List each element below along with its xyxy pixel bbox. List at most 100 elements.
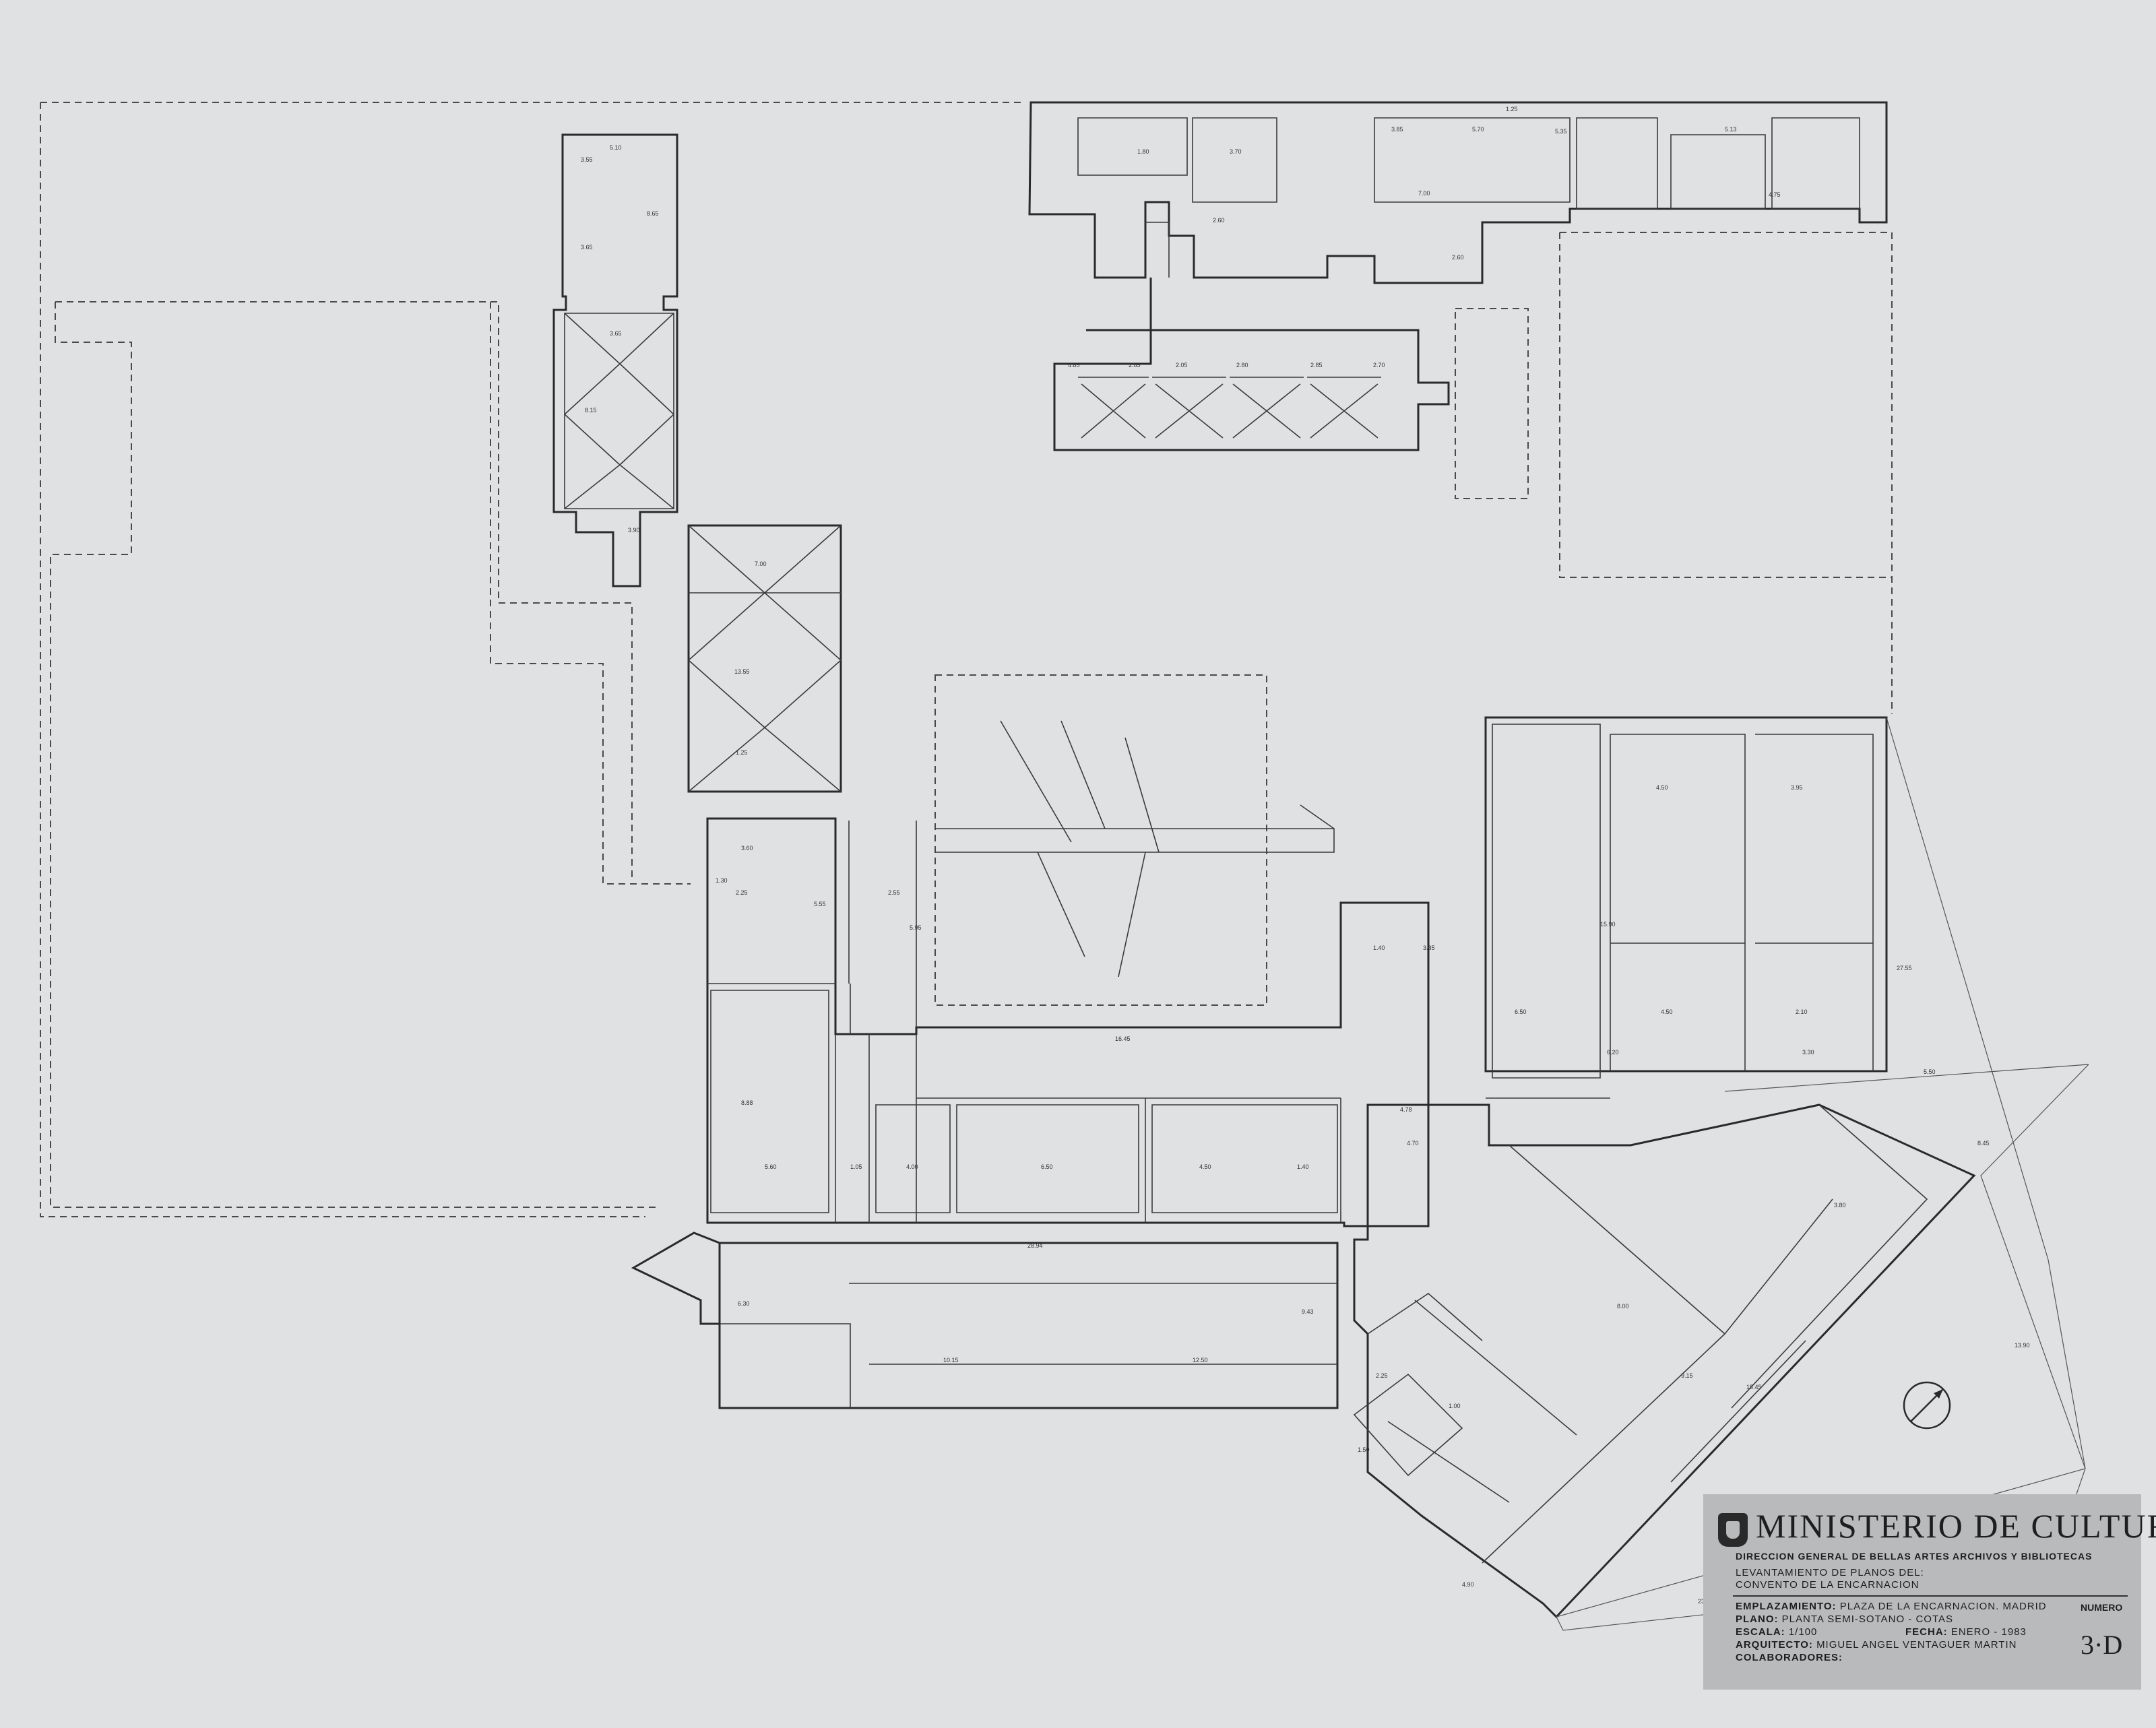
dim-label: 3.90 <box>628 527 640 534</box>
numero-label: NUMERO <box>2081 1602 2123 1613</box>
site-boundary-west <box>40 102 1024 1217</box>
dim-label: 1.40 <box>1297 1163 1309 1170</box>
arquitecto-label: ARQUITECTO: <box>1736 1639 1813 1651</box>
dim-label: 2.60 <box>1452 254 1464 261</box>
dim-label: 4.00 <box>906 1163 918 1170</box>
title-block: MINISTERIO DE CULTURA DIRECCION GENERAL … <box>1703 1494 2156 1690</box>
dim-label: 1.05 <box>850 1163 862 1170</box>
dim-label: 1.30 <box>716 877 728 884</box>
north-wing <box>1028 101 1888 284</box>
dim-label: 12.50 <box>1193 1357 1208 1364</box>
dim-label: 7.00 <box>755 561 767 567</box>
dim-label: 5.10 <box>610 144 622 151</box>
fecha-value: ENERO - 1983 <box>1951 1626 2027 1638</box>
dim-label: 4.50 <box>1656 784 1668 791</box>
dim-label: 2.85 <box>1129 362 1141 369</box>
plano-row: PLANO: PLANTA SEMI-SOTANO - COTAS <box>1736 1613 1953 1625</box>
dim-label: 3.80 <box>1834 1202 1846 1209</box>
arquitecto-value: MIGUEL ANGEL VENTAGUER MARTIN <box>1816 1639 2017 1651</box>
site-boundary-inner <box>490 302 691 885</box>
dim-label: 5.50 <box>1924 1068 1936 1075</box>
dim-label: 3.65 <box>610 330 622 337</box>
dim-label: 2.25 <box>1376 1372 1388 1379</box>
south-block <box>718 1242 1339 1409</box>
stair-curved <box>631 1231 721 1325</box>
dim-label: 7.00 <box>1418 190 1430 197</box>
dim-label: 5.70 <box>1472 126 1484 133</box>
dim-label: 2.10 <box>1796 1009 1808 1015</box>
dim-label: 15.90 <box>1600 921 1616 928</box>
plano-value: PLANTA SEMI-SOTANO - COTAS <box>1781 1613 1954 1625</box>
escala-label: ESCALA: <box>1736 1626 1785 1638</box>
dim-label: 10.15 <box>943 1357 959 1364</box>
dimension-labels: 5.10 3.55 8.65 3.65 3.65 8.15 3.90 7.00 … <box>581 106 2030 1605</box>
dim-label: 28.94 <box>1027 1242 1043 1249</box>
dim-label: 2.05 <box>1176 362 1188 369</box>
north-gallery <box>1053 278 1450 451</box>
dim-label: 5.60 <box>765 1163 777 1170</box>
dim-label: 16.45 <box>1115 1035 1131 1042</box>
dim-label: 5.35 <box>1555 128 1567 135</box>
central-block <box>706 817 1430 1227</box>
north-arrow-icon <box>1903 1381 1951 1430</box>
dim-label: 8.88 <box>741 1099 753 1106</box>
dim-label: 6.50 <box>1041 1163 1053 1170</box>
direccion-line: DIRECCION GENERAL DE BELLAS ARTES ARCHIV… <box>1736 1551 2093 1562</box>
dim-label: 2.80 <box>1236 362 1248 369</box>
colaboradores-label: COLABORADORES: <box>1736 1652 1843 1663</box>
dim-label: 2.25 <box>736 889 748 896</box>
dim-label: 4.85 <box>1068 362 1080 369</box>
dim-label: 3.35 <box>1423 945 1435 951</box>
dim-label: 27.55 <box>1897 965 1912 971</box>
dim-label: 9.43 <box>1302 1308 1314 1315</box>
dim-label: 9.15 <box>1681 1372 1693 1379</box>
dim-label: 1.50 <box>1358 1446 1370 1453</box>
dim-label: 3.95 <box>1791 784 1803 791</box>
dim-label: 5.95 <box>910 924 922 931</box>
dim-label: 2.70 <box>1373 362 1385 369</box>
dim-label: 1.25 <box>1506 106 1518 113</box>
colaboradores-row: COLABORADORES: <box>1736 1652 1843 1663</box>
dim-label: 6.50 <box>1515 1009 1527 1015</box>
dim-label: 4.75 <box>1769 191 1781 198</box>
dim-label: 4.70 <box>1407 1140 1419 1147</box>
dim-label: 4.78 <box>1400 1106 1412 1113</box>
cloister-passage <box>935 720 1335 978</box>
plano-label: PLANO: <box>1736 1613 1779 1625</box>
diagonal-wing <box>1353 1103 1976 1619</box>
dim-label: 2.55 <box>888 889 900 896</box>
dim-label: 13.55 <box>734 668 750 675</box>
dim-label: 8.45 <box>1977 1140 1990 1147</box>
ministry-emblem-icon <box>1718 1513 1748 1547</box>
dim-label: 15.45 <box>1746 1384 1762 1390</box>
dim-label: 2.85 <box>1310 362 1323 369</box>
numero-value: 3·D <box>2081 1630 2123 1660</box>
convento-line: CONVENTO DE LA ENCARNACION <box>1736 1579 1920 1591</box>
north-tower <box>552 133 678 587</box>
construction-lines <box>1556 717 2089 1631</box>
dim-label: 1.80 <box>1137 148 1149 155</box>
fecha-label: FECHA: <box>1905 1626 1948 1638</box>
emplazamiento-value: PLAZA DE LA ENCARNACION. MADRID <box>1839 1601 2047 1612</box>
emplazamiento-label: EMPLAZAMIENTO: <box>1736 1601 1837 1612</box>
cloister-garden <box>934 674 1267 1006</box>
emplazamiento-row: EMPLAZAMIENTO: PLAZA DE LA ENCARNACION. … <box>1736 1601 2047 1612</box>
arquitecto-row: ARQUITECTO: MIGUEL ANGEL VENTAGUER MARTI… <box>1736 1639 2017 1651</box>
levantamiento-line: LEVANTAMIENTO DE PLANOS DEL: <box>1736 1567 1924 1578</box>
dim-label: 5.55 <box>814 901 826 907</box>
dim-label: 2.60 <box>1213 217 1225 224</box>
dim-label: 5.13 <box>1725 126 1737 133</box>
dim-label: 1.40 <box>1373 945 1385 951</box>
dim-label: 3.85 <box>1391 126 1403 133</box>
dim-label: 4.50 <box>1661 1009 1673 1015</box>
title-block-divider <box>1733 1595 2128 1597</box>
dim-label: 6.30 <box>738 1300 750 1307</box>
dim-label: 3.60 <box>741 845 753 852</box>
dim-label: 1.25 <box>736 749 748 756</box>
dim-label: 6.20 <box>1607 1049 1619 1056</box>
east-block <box>1484 716 1888 1073</box>
ministry-name: MINISTERIO DE CULTURA <box>1756 1507 2156 1545</box>
dim-label: 3.55 <box>581 156 593 163</box>
dim-label: 3.65 <box>581 244 593 251</box>
escala-value: 1/100 <box>1788 1626 1818 1638</box>
